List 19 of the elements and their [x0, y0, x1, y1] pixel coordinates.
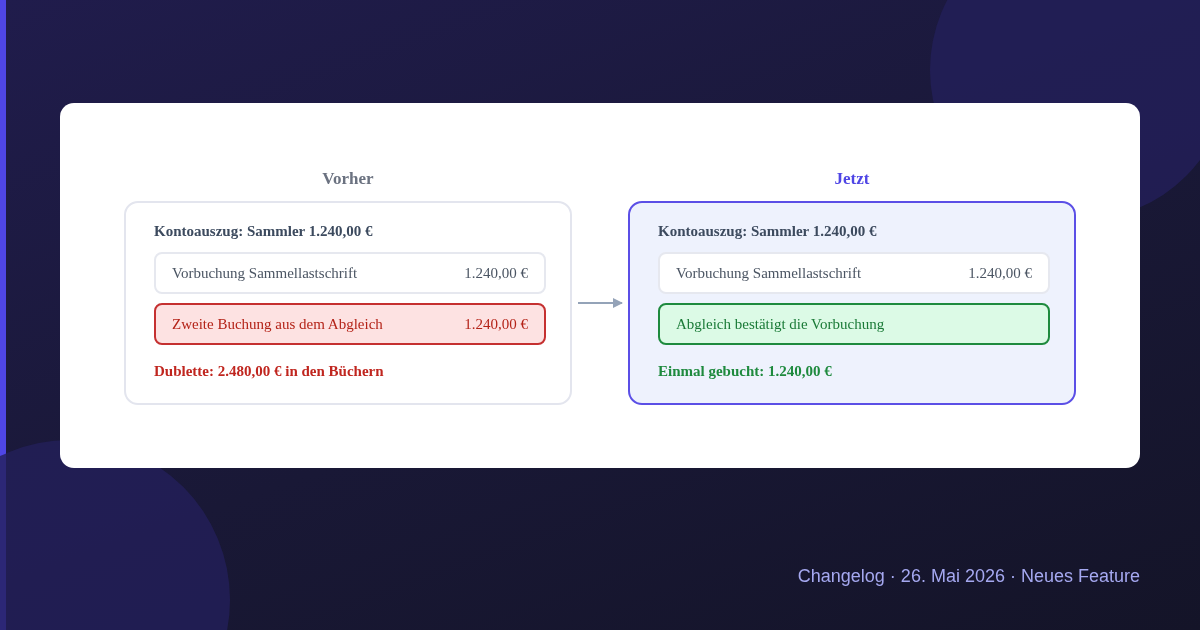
booking-row [154, 303, 546, 345]
result-text: Einmal gebucht: 1.240,00 € [658, 363, 832, 380]
booking-text: Vorbuchung Sammellastschrift [172, 265, 358, 282]
booking-text: Vorbuchung Sammellastschrift [676, 265, 862, 282]
statement-title: Kontoauszug: Sammler 1.240,00 € [658, 223, 877, 240]
panel-heading: Jetzt [833, 169, 871, 189]
amount-text: 1.240,00 € [464, 265, 528, 282]
booking-text: Abgleich bestätigt die Vorbuchung [676, 316, 885, 333]
statement-title: Kontoauszug: Sammler 1.240,00 € [154, 223, 373, 240]
booking-row [658, 303, 1050, 345]
booking-row [154, 252, 546, 294]
amount-text: 1.240,00 € [968, 265, 1032, 282]
arrow [577, 298, 623, 308]
footer-text: Changelog · 26. Mai 2026 · Neues Feature [797, 566, 1140, 587]
booking-text: Zweite Buchung aus dem Abgleich [172, 316, 383, 333]
amount-text: 1.240,00 € [464, 316, 528, 333]
result-text: Dublette: 2.480,00 € in den Büchern [154, 363, 384, 380]
panel-heading: Vorher [321, 169, 375, 189]
booking-row [658, 252, 1050, 294]
